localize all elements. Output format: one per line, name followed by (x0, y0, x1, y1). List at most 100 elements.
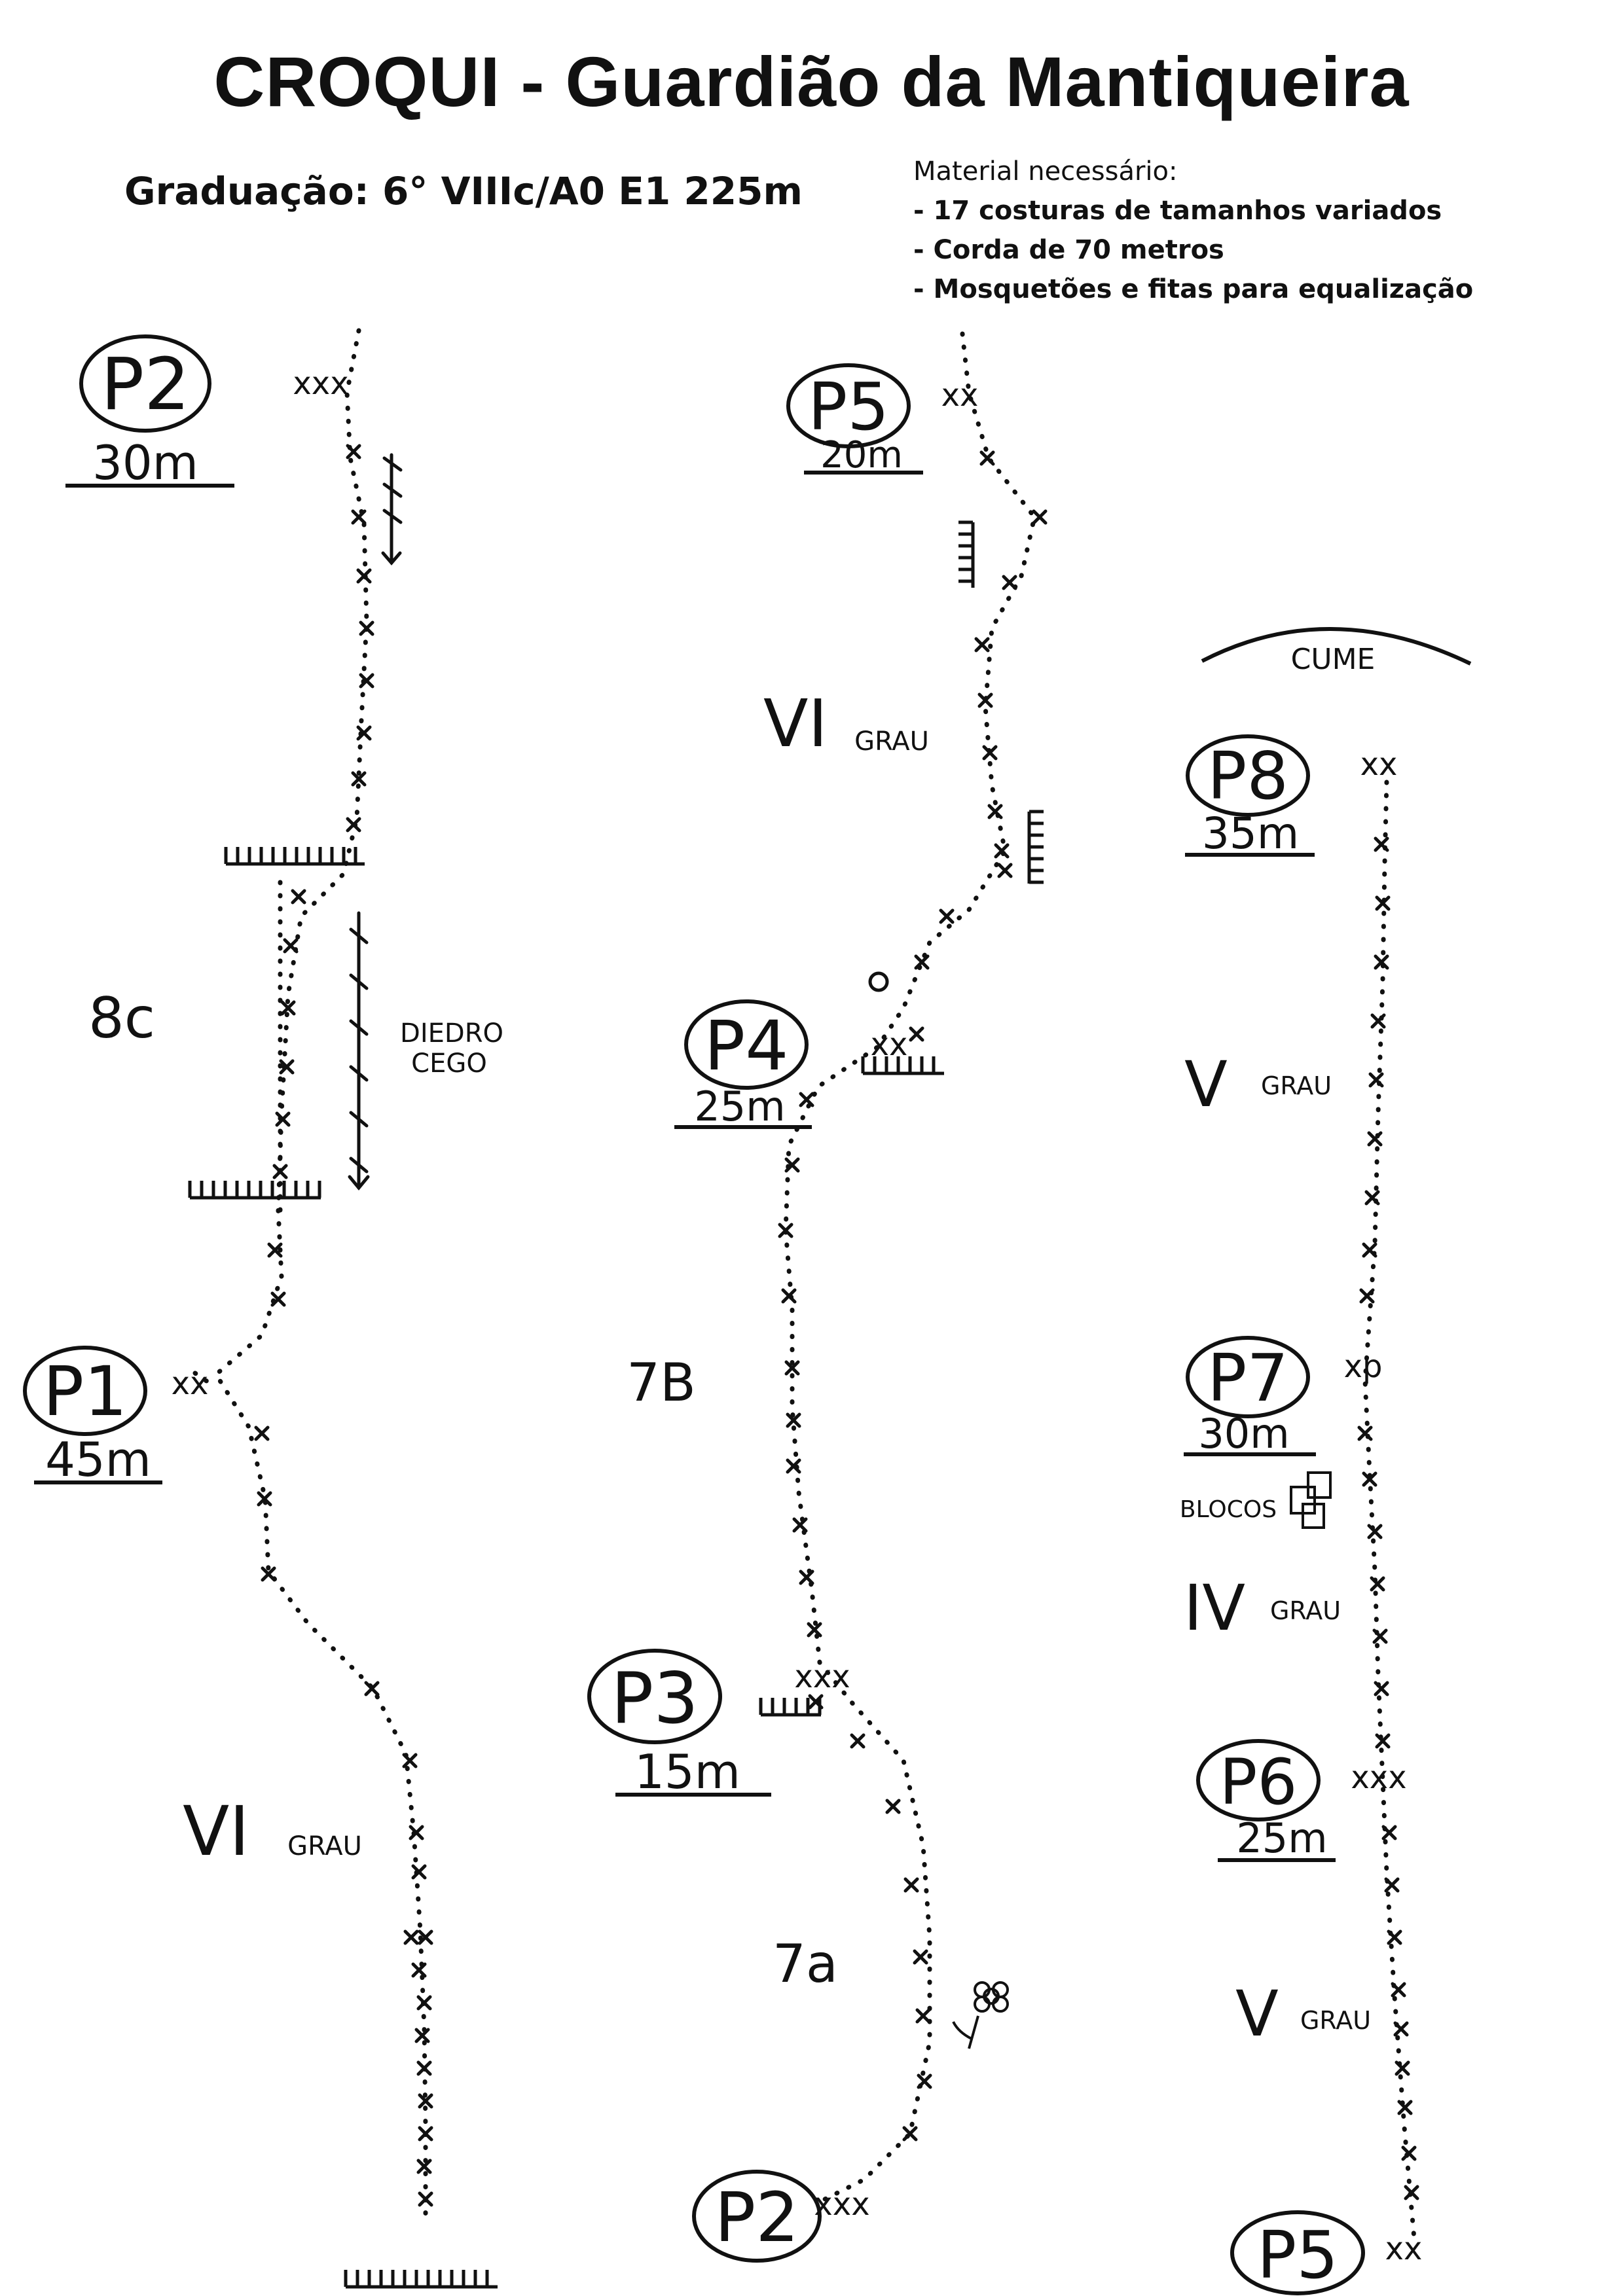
bolt-mark (1370, 1013, 1386, 1029)
bolt-mark (416, 2159, 432, 2174)
svg-text:xxx: xxx (1351, 1759, 1406, 1796)
route-line (192, 1371, 219, 1390)
bolt-mark (1393, 2021, 1409, 2037)
bolt-mark (1401, 2145, 1417, 2161)
bolt-mark (974, 637, 990, 653)
svg-text:30m: 30m (1198, 1410, 1289, 1458)
bolt-mark (356, 725, 372, 741)
bolt-mark (291, 889, 306, 905)
ledge-mark (344, 2270, 498, 2289)
belay-p4: P4 25m xx (674, 999, 908, 1130)
grade-col3-lower: V GRAU (1235, 1977, 1371, 2051)
bolt-mark (850, 1733, 866, 1749)
bolt-mark (416, 1995, 432, 2011)
bolt-mark (1032, 509, 1048, 525)
bolt-mark (903, 1877, 919, 1893)
bolt-mark (411, 1962, 427, 1978)
ledge-mark (188, 1181, 321, 1200)
grade-col3-middle: IV GRAU (1184, 1571, 1341, 1645)
bolt-mark (403, 1929, 419, 1945)
arrow-down-icon (348, 911, 370, 1191)
bolt-mark (418, 1929, 433, 1945)
grade-col1-lower: VI GRAU (183, 1791, 362, 1871)
svg-text:xx: xx (1385, 2231, 1423, 2267)
bolt-mark (799, 1092, 814, 1107)
arrow-down-icon (381, 453, 403, 565)
svg-text:V: V (1235, 1977, 1279, 2051)
bolt-mark (913, 1949, 928, 1965)
page-title: CROQUI - Guardião da Mantiqueira (213, 42, 1410, 121)
summit-arc (1201, 627, 1472, 666)
bolt-mark (414, 2028, 430, 2043)
bolt-mark (1391, 1982, 1406, 1998)
grade-col2-lower: 7a (773, 1933, 838, 1994)
svg-text:xx: xx (871, 1026, 908, 1063)
route-line (783, 331, 1037, 2202)
bolt-mark (799, 1570, 814, 1585)
bolt-mark (1374, 836, 1389, 852)
svg-text:xxx: xxx (293, 365, 348, 402)
bolt-mark (1374, 1681, 1389, 1696)
svg-text:25m: 25m (1236, 1814, 1327, 1862)
material-item: - Mosquetões e fitas para equalização (913, 274, 1474, 304)
bolt-mark (1367, 1524, 1383, 1539)
bolt-mark (1387, 1929, 1402, 1945)
roof-mark (958, 520, 975, 588)
belay-p6: P6 25m xxx (1196, 1739, 1407, 1862)
material-item: - Corda de 70 metros (913, 235, 1224, 265)
bolt-mark (1375, 1733, 1391, 1749)
svg-text:GRAU: GRAU (1300, 2006, 1371, 2035)
bolt-mark (409, 1825, 424, 1840)
bolt-mark (786, 1458, 801, 1474)
blocks-feature: BLOCOS (1180, 1471, 1332, 1529)
bolt-mark (786, 1412, 801, 1428)
bolt-mark (994, 843, 1010, 859)
bolt-mark (1002, 575, 1017, 590)
piton-mark (868, 971, 889, 992)
belay-p7: P7 30m xp (1184, 1336, 1383, 1458)
svg-text:VI: VI (763, 685, 828, 762)
grade-col1-upper: 8c (88, 986, 155, 1051)
bolt-mark (1364, 1190, 1380, 1206)
svg-text:P2: P2 (715, 2178, 799, 2257)
grade-col3-upper: V GRAU (1184, 1048, 1332, 1121)
svg-text:GRAU: GRAU (1270, 1596, 1341, 1625)
bolt-mark (418, 2126, 433, 2142)
bolt-mark (1395, 2060, 1410, 2076)
bolt-mark (280, 1000, 296, 1016)
bolt-mark (979, 450, 995, 466)
bolt-mark (914, 954, 930, 970)
svg-text:xp: xp (1344, 1348, 1383, 1385)
flower-icon (952, 1981, 1009, 2049)
svg-text:P8: P8 (1207, 738, 1288, 814)
svg-text:30m: 30m (92, 435, 198, 490)
svg-text:P2: P2 (101, 342, 190, 426)
bolt-mark (267, 1242, 283, 1258)
blind-dihedral: DIEDRO CEGO (400, 1018, 503, 1079)
svg-text:45m: 45m (45, 1432, 151, 1487)
bolt-mark (1404, 2185, 1419, 2200)
svg-text:P5: P5 (808, 368, 889, 445)
bolt-mark (279, 1059, 295, 1075)
bolt-mark (778, 1223, 793, 1238)
svg-text:IV: IV (1184, 1571, 1245, 1645)
bolt-mark (356, 568, 372, 584)
bolt-mark (351, 509, 367, 525)
bolt-mark (1374, 954, 1389, 970)
svg-text:BLOCOS: BLOCOS (1180, 1496, 1277, 1523)
svg-text:CEGO: CEGO (411, 1049, 487, 1079)
ledge-marks (188, 520, 1044, 2289)
bolt-mark (939, 908, 955, 924)
route-paths (192, 328, 1417, 2241)
svg-text:25m: 25m (694, 1083, 785, 1130)
grade-line: Graduação: 6° VIIIc/A0 E1 225m (124, 169, 803, 213)
belay-p2-top: P2 30m xxx (65, 334, 349, 490)
bolt-mark (1372, 1628, 1388, 1644)
bolt-mark (364, 1681, 380, 1696)
bolt-mark (784, 1360, 800, 1376)
bolt-mark (346, 444, 361, 459)
bolt-mark (1362, 1242, 1377, 1258)
bolt-mark (257, 1491, 272, 1507)
bolt-mark (982, 745, 998, 761)
